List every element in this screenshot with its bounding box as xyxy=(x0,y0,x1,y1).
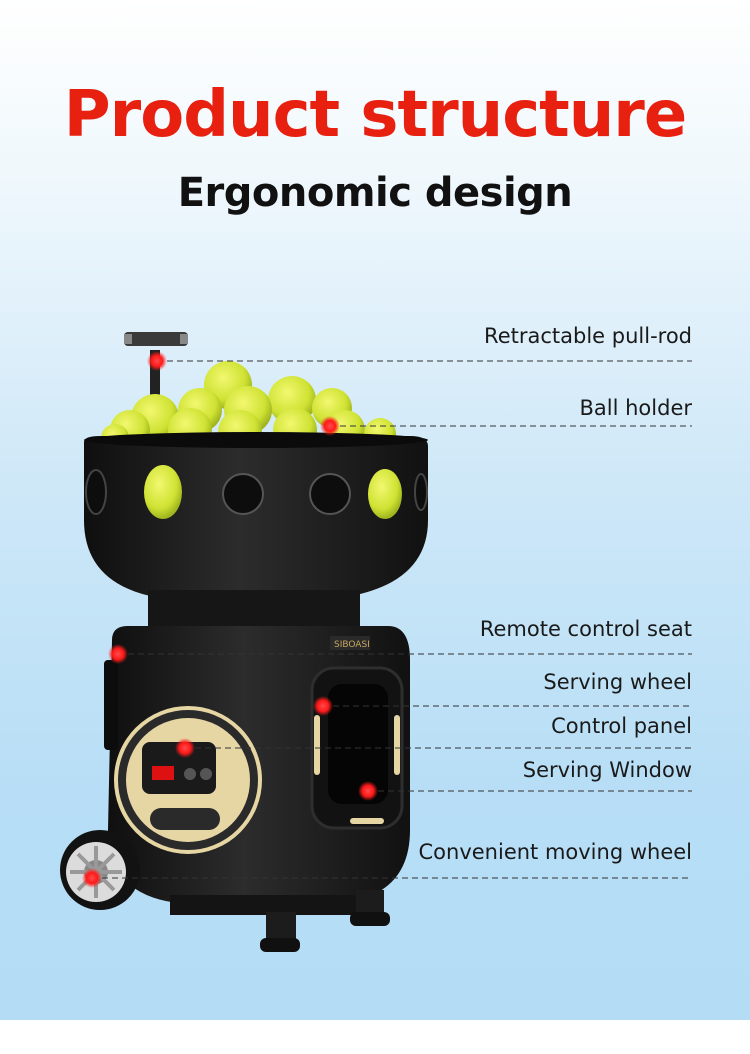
label-ball-holder: Ball holder xyxy=(579,396,693,420)
label-retractable-pull-rod: Retractable pull-rod xyxy=(484,324,692,348)
pull-rod xyxy=(124,332,188,410)
moving-wheel xyxy=(60,830,140,910)
label-convenient-moving-wheel: Convenient moving wheel xyxy=(418,840,693,864)
label-remote-control-seat: Remote control seat xyxy=(479,617,692,641)
callout-markers xyxy=(82,351,378,888)
page-title: Product structure xyxy=(63,78,688,152)
label-serving-window: Serving Window xyxy=(522,758,692,782)
callout-lines xyxy=(92,360,692,879)
svg-text:SIBOASI: SIBOASI xyxy=(334,640,370,650)
bottom-strip xyxy=(0,1020,750,1054)
bowl-holes xyxy=(85,465,428,519)
label-serving-wheel: Serving wheel xyxy=(543,670,692,694)
label-control-panel: Control panel xyxy=(551,714,692,738)
page-subtitle: Ergonomic design xyxy=(177,170,573,216)
